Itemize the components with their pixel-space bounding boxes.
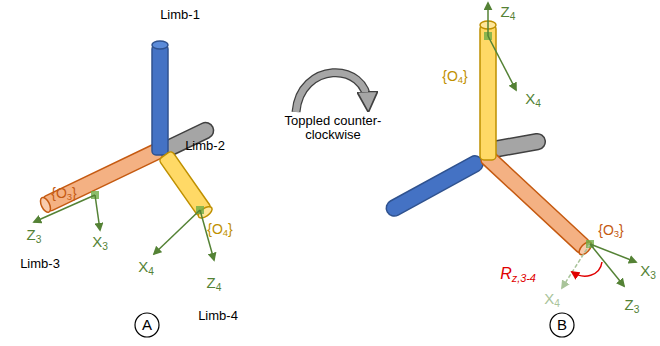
frame-name: {O3} [51,186,77,203]
limb-3-cylinder [38,143,163,214]
limb-name: Limb-1 [160,8,200,22]
frame-name: {O4} [207,222,233,239]
topple-arrow [296,73,368,112]
axis-label: Z4 [501,4,516,22]
figure-circle [135,313,159,337]
axis-label: Z3 [27,227,42,245]
limb-name: Limb-2 [185,139,225,153]
axis-label: Z3 [625,297,640,315]
rotation-arrow [572,262,602,276]
limb-4-cylinder [158,150,214,220]
limb-3-cylinder [480,149,594,257]
frame-o3-axes [562,240,636,288]
rotation-label: Rz,3-4 [500,265,536,285]
frame-o4-axes [154,206,214,260]
limb-4-cylinder [480,21,496,160]
limb-name: Limb-4 [198,309,238,323]
limb-2-cylinder [489,132,547,157]
axis-label: X4 [138,259,154,277]
axis-label: X4 [525,91,541,109]
limb-1-cylinder [152,41,168,155]
limb-1-cylinder [383,153,485,219]
action-note: Toppled counter-clockwise [268,114,398,143]
axis-label: X3 [640,263,656,281]
figure-circle [550,313,574,337]
frame-name: {O4} [442,69,468,86]
axis-label: X4 [544,291,560,309]
axis-label: Z4 [207,275,222,293]
frame-name: {O3} [598,223,624,240]
frame-o3-axes [34,191,100,230]
limb-name: Limb-3 [20,257,60,271]
topple-arrow-fill [296,73,368,112]
figure-letter: B [557,317,567,334]
figure-letter: A [142,317,152,334]
frame-o4-axes [484,3,516,90]
axis-label: X3 [92,234,108,252]
